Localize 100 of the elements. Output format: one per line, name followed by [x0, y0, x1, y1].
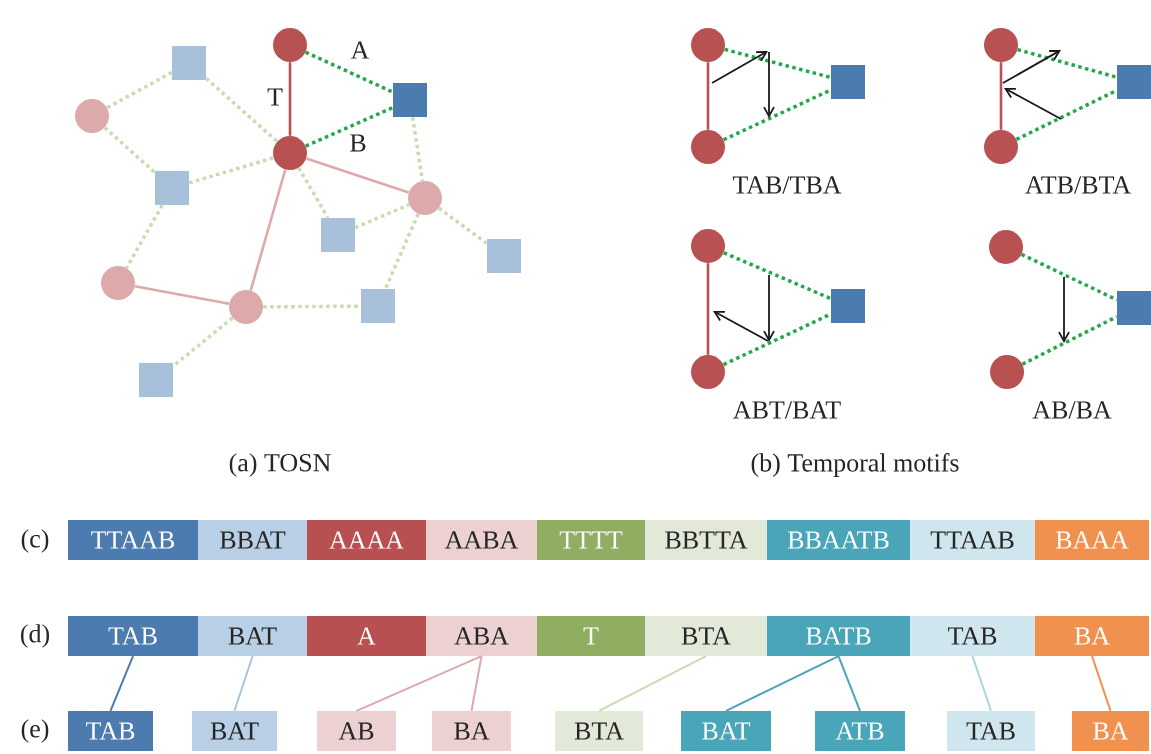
connector-line — [723, 251, 832, 301]
connector-line — [125, 204, 164, 269]
square-node — [487, 239, 521, 273]
circle-node — [101, 266, 135, 300]
circle-node — [691, 130, 725, 164]
sequence-box: BBTTA — [645, 520, 767, 560]
connector-line — [109, 655, 134, 712]
circle-node — [408, 181, 442, 215]
connector-line — [598, 655, 707, 712]
sequence-box: AAAA — [307, 520, 426, 560]
square-node — [361, 289, 395, 323]
sequence-box: TTTT — [537, 520, 645, 560]
connector-line — [837, 655, 861, 712]
connector-line — [305, 106, 394, 148]
sequence-box: TAB — [68, 711, 153, 751]
square-node — [1117, 65, 1151, 99]
row-label: (d) — [21, 624, 49, 648]
square-node — [1117, 291, 1151, 325]
sequence-box: BBAT — [198, 520, 307, 560]
square-node — [393, 83, 427, 117]
sequence-box: BA — [1035, 616, 1149, 656]
square-node — [155, 171, 189, 205]
motif-caption: ABT/BAT — [733, 401, 841, 419]
sequence-box: TAB — [68, 616, 198, 656]
sequence-box: TAB — [910, 616, 1035, 656]
square-node — [139, 363, 173, 397]
connector-line — [383, 213, 420, 290]
connector-line — [722, 312, 832, 367]
circle-node — [984, 28, 1018, 62]
sequence-box: BA — [1072, 711, 1149, 751]
connector-line — [205, 77, 279, 143]
sequence-box: BBAATB — [767, 520, 910, 560]
sequence-box: ATB — [815, 711, 905, 751]
sequence-box: TAB — [947, 711, 1035, 751]
connector-line — [1091, 655, 1112, 712]
edge-label: B — [348, 133, 368, 153]
circle-node — [990, 355, 1024, 389]
connector-line — [354, 203, 410, 230]
panel-caption: (b) Temporal motifs — [751, 453, 959, 477]
connector-line — [263, 304, 361, 309]
circle-node — [691, 229, 725, 263]
sequence-box: BTA — [645, 616, 767, 656]
connector-line — [106, 70, 173, 110]
circle-node — [691, 355, 725, 389]
sequence-box: BAT — [198, 616, 307, 656]
connector-line — [999, 62, 1003, 130]
edge-label: A — [349, 40, 371, 60]
connector-line — [134, 284, 230, 306]
connector-line — [233, 655, 254, 712]
circle-node — [229, 290, 263, 324]
connector-line — [355, 655, 483, 712]
motif-caption: TAB/TBA — [732, 176, 842, 194]
edge-label: T — [266, 87, 284, 107]
sequence-box: ABA — [426, 616, 537, 656]
square-node — [831, 289, 865, 323]
connector-line — [1021, 315, 1118, 366]
circle-node — [989, 230, 1023, 264]
connector-line — [971, 655, 992, 712]
sequence-box: BA — [432, 711, 511, 751]
row-label: (e) — [21, 719, 49, 743]
square-node — [831, 65, 865, 99]
sequence-box: AB — [317, 711, 396, 751]
connector-line — [1017, 47, 1118, 79]
motif-caption: ATB/BTA — [1025, 176, 1131, 194]
square-node — [172, 46, 206, 80]
motif-caption: AB/BA — [1032, 401, 1112, 419]
sequence-box: TTAAB — [910, 520, 1035, 560]
square-node — [321, 218, 355, 252]
panel-caption: (a) TOSN — [229, 453, 331, 477]
connector-line — [288, 62, 292, 136]
circle-node — [75, 99, 109, 133]
connector-line — [297, 166, 330, 219]
sequence-box: BAT — [192, 711, 277, 751]
sequence-box: A — [307, 616, 426, 656]
connector-line — [304, 50, 394, 94]
circle-node — [273, 136, 307, 170]
connector-line — [410, 116, 425, 182]
connector-line — [305, 157, 410, 194]
connector-line — [724, 47, 832, 80]
connector-line — [1020, 252, 1118, 302]
connector-line — [172, 316, 234, 368]
connector-line — [706, 263, 710, 355]
sequence-box: BATB — [767, 616, 910, 656]
connector-line — [103, 126, 156, 174]
sequence-box: BAAA — [1035, 520, 1149, 560]
connector-line — [470, 655, 483, 712]
sequence-box: T — [537, 616, 645, 656]
sequence-box: AABA — [426, 520, 537, 560]
sequence-box: BAT — [681, 711, 771, 751]
circle-node — [984, 130, 1018, 164]
row-label: (c) — [21, 529, 49, 553]
circle-node — [273, 28, 307, 62]
connector-line — [249, 169, 287, 291]
connector-line — [706, 62, 710, 130]
sequence-box: TTAAB — [68, 520, 198, 560]
connector-line — [722, 88, 832, 142]
connector-line — [725, 655, 840, 712]
connector-line — [188, 156, 274, 185]
connector-line — [437, 206, 488, 245]
circle-node — [691, 28, 725, 62]
